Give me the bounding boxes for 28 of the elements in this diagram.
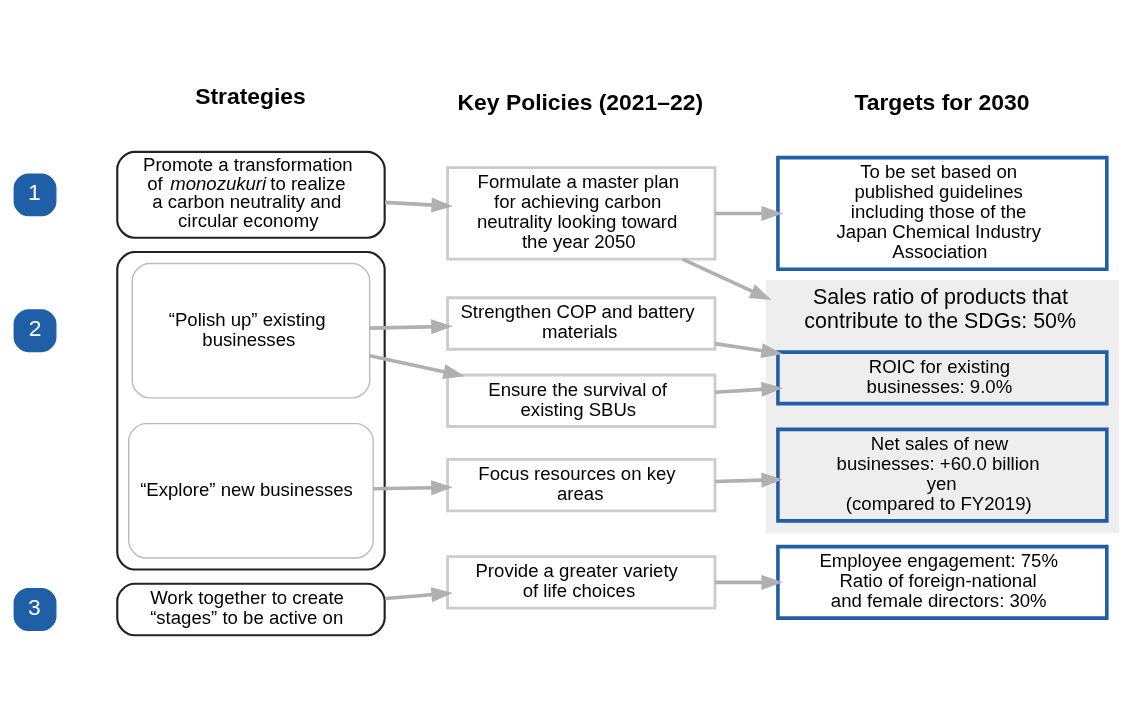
label: Strategies xyxy=(195,82,306,109)
node-box: Promote a transformation of monozukuri to realize a carbon neutrality and circular economy xyxy=(116,150,386,239)
label: Key Policies (2021–22) xyxy=(457,88,704,115)
arrow xyxy=(369,318,453,334)
node-box: Work together to create “stages” to be active on xyxy=(116,582,386,636)
arrow xyxy=(384,586,453,602)
node-box: “Polish up” existing businesses xyxy=(131,262,371,399)
arrow xyxy=(715,472,783,488)
arrow xyxy=(369,353,465,379)
arrow xyxy=(715,205,783,221)
cluster xyxy=(116,250,386,571)
node-box: Net sales of new businesses: +60.0 billion yen (compared to FY2019) xyxy=(776,427,1109,523)
node-box: Ensure the survival of existing SBUs xyxy=(446,373,717,428)
node-box: Formulate a master plan for achieving carbon neutrality looking toward the year 2050 xyxy=(446,165,717,261)
arrow xyxy=(715,574,783,590)
node-box: Employee engagement: 75% Ratio of foreign-national and female directors: 30% xyxy=(776,544,1109,620)
node-box: To be set based on published guidelines including those of the Japan Chemical Industry Association xyxy=(776,155,1109,271)
node-box: “Explore” new businesses xyxy=(128,422,374,559)
arrow xyxy=(681,257,772,300)
node-box: Strengthen COP and battery materials xyxy=(446,295,717,351)
node-box: Focus resources on key areas xyxy=(446,457,717,512)
arrow xyxy=(385,196,453,212)
arrow xyxy=(373,479,453,495)
arrow xyxy=(714,341,783,358)
arrow xyxy=(715,381,783,397)
label: Targets for 2030 xyxy=(854,88,1030,115)
node-box: ROIC for existing businesses: 9.0% xyxy=(776,349,1109,405)
node-box: Provide a greater variety of life choices xyxy=(446,554,717,610)
